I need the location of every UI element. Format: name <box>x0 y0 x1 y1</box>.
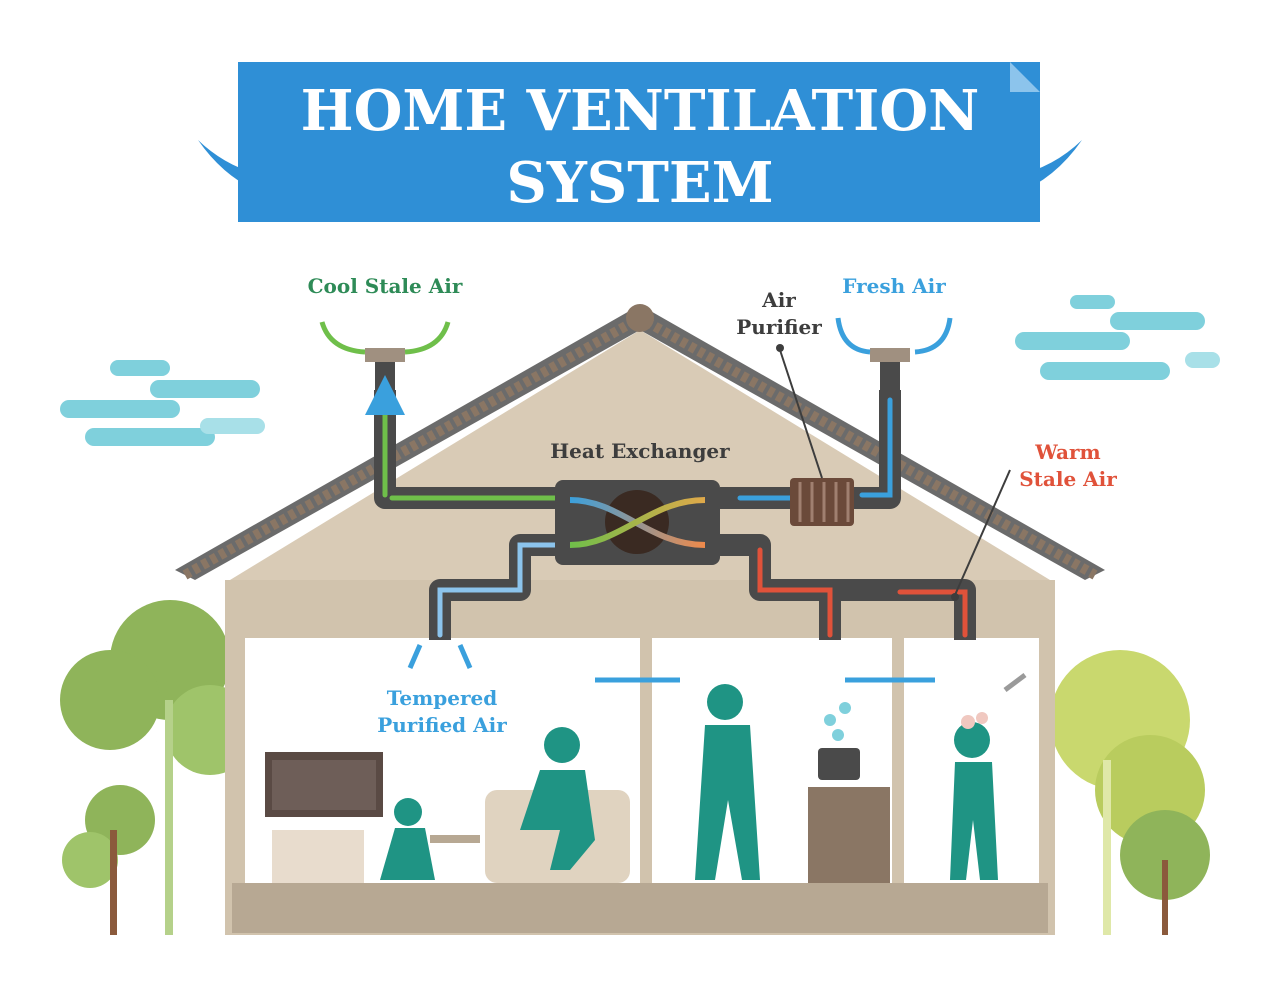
label-warm-stale-air-line-1: Warm <box>1034 440 1100 464</box>
child-head <box>394 798 422 826</box>
label-fresh-air: Fresh Air <box>842 274 946 298</box>
tree-left <box>60 600 255 935</box>
air-purifier-filter <box>776 344 854 526</box>
chef-head <box>707 684 743 720</box>
cloud-right <box>1015 295 1220 380</box>
cool-stale-air-arrows <box>319 321 451 355</box>
kitchen <box>695 684 890 883</box>
label-tempered-line-2: Purified Air <box>377 713 507 737</box>
tree-right <box>1050 650 1210 935</box>
label-warm-stale-air-line-2: Stale Air <box>1019 467 1117 491</box>
room-flow-arrows <box>407 644 935 683</box>
living-room <box>265 727 630 883</box>
fresh-air-arrows <box>835 317 953 355</box>
label-cool-stale-air: Cool Stale Air <box>308 274 463 298</box>
cloud-left <box>60 360 265 446</box>
duct-flows <box>365 375 968 638</box>
title-line-2: SYSTEM <box>506 150 773 216</box>
warm-stale-air-pointer <box>954 469 1011 596</box>
roof <box>175 304 1105 580</box>
label-tempered-line-1: Tempered <box>387 686 497 710</box>
title-banner: HOME VENTILATION SYSTEM <box>198 62 1082 222</box>
label-heat-exchanger: Heat Exchanger <box>550 439 730 463</box>
title-line-1: HOME VENTILATION <box>301 78 980 144</box>
label-air-purifier-line-1: Air <box>761 288 796 312</box>
shower-person-head <box>954 722 990 758</box>
label-air-purifier-line-2: Purifier <box>736 315 822 339</box>
heat-exchanger-unit <box>555 480 720 565</box>
person-sitting-head <box>544 727 580 763</box>
bathroom <box>950 673 1027 880</box>
